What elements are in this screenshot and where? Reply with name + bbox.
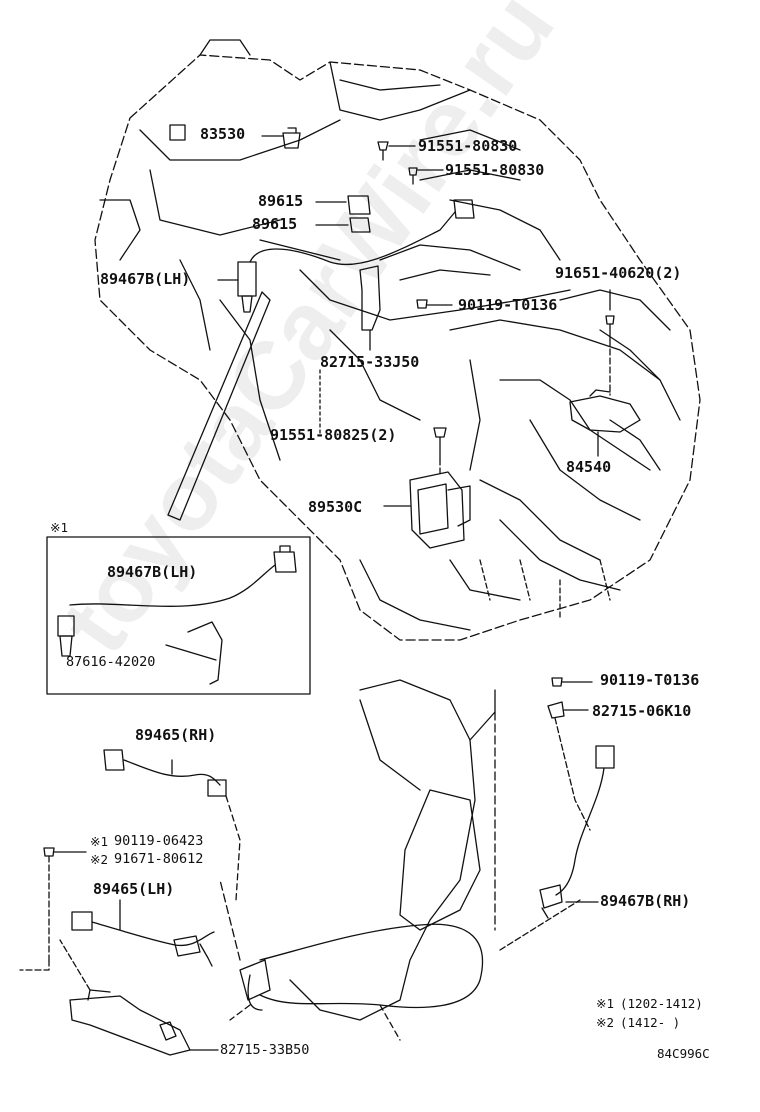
drawing-code: 84C996C [657, 1046, 710, 1061]
inset-frame [46, 536, 311, 695]
mark-2: ※2 [90, 852, 108, 867]
mark-1: ※1 [90, 834, 108, 849]
label-89467B-LH: 89467B(LH) [100, 270, 191, 288]
inset-label-89467B-LH: 89467B(LH) [107, 563, 198, 581]
hollow-arrow [167, 291, 271, 521]
exhaust-system-drawing [239, 679, 496, 1021]
legend-range-2: (1412- ) [620, 1015, 681, 1030]
label-89530C: 89530C [308, 498, 363, 516]
inset-sensor-drawing [57, 545, 297, 685]
sensor-89465-RH-drawing [103, 749, 227, 797]
label-91551-80830-a: 91551-80830 [418, 137, 518, 155]
bolt-91551-80830-drawing [377, 141, 444, 185]
sensor-harness-top-drawing [217, 199, 475, 313]
label-89465-LH: 89465(LH) [93, 880, 175, 898]
label-83530: 83530 [200, 125, 246, 143]
engine-block-drawing [94, 39, 701, 641]
label-82715-06K10: 82715-06K10 [592, 702, 692, 720]
part-84540-drawing [569, 389, 641, 457]
part-89615-drawing [315, 195, 371, 233]
part-83530-drawing [261, 127, 301, 149]
label-84540: 84540 [566, 458, 612, 476]
sensor-89467B-RH-drawing [539, 677, 615, 919]
legend-mark-1: ※1 [596, 996, 614, 1011]
bracket-82715-33B50-drawing [69, 989, 219, 1056]
bracket-82715-33J50-drawing [359, 265, 381, 351]
label-91651-40620: 91651-40620(2) [555, 264, 682, 282]
bolt-91651-40620-drawing [605, 289, 615, 396]
label-89615-b: 89615 [252, 215, 298, 233]
inset-marker: ※1 [50, 520, 68, 535]
label-82715-33B50: 82715-33B50 [220, 1042, 310, 1058]
label-91551-80825: 91551-80825(2) [270, 426, 397, 444]
bolt-91551-80825-drawing [433, 427, 447, 477]
label-91671-80612: 91671-80612 [114, 851, 204, 867]
label-89467B-RH: 89467B(RH) [600, 892, 691, 910]
label-91551-80830-b: 91551-80830 [445, 161, 545, 179]
inset-label-87616-42020: 87616-42020 [66, 654, 156, 670]
label-90119-06423: 90119-06423 [114, 833, 204, 849]
label-82715-33J50: 82715-33J50 [320, 353, 420, 371]
bolt-90119-06423-drawing [43, 847, 87, 961]
label-89465-RH: 89465(RH) [135, 726, 217, 744]
sensor-89465-LH-drawing [71, 899, 215, 967]
legend-mark-2: ※2 [596, 1015, 614, 1030]
label-90119-T0136-top: 90119-T0136 [458, 296, 558, 314]
label-89615-a: 89615 [258, 192, 304, 210]
ecu-89530C-drawing [383, 471, 471, 549]
label-90119-T0136-right: 90119-T0136 [600, 671, 700, 689]
legend-range-1: (1202-1412) [620, 996, 703, 1011]
bolt-90119-T0136-top-drawing [416, 299, 453, 309]
